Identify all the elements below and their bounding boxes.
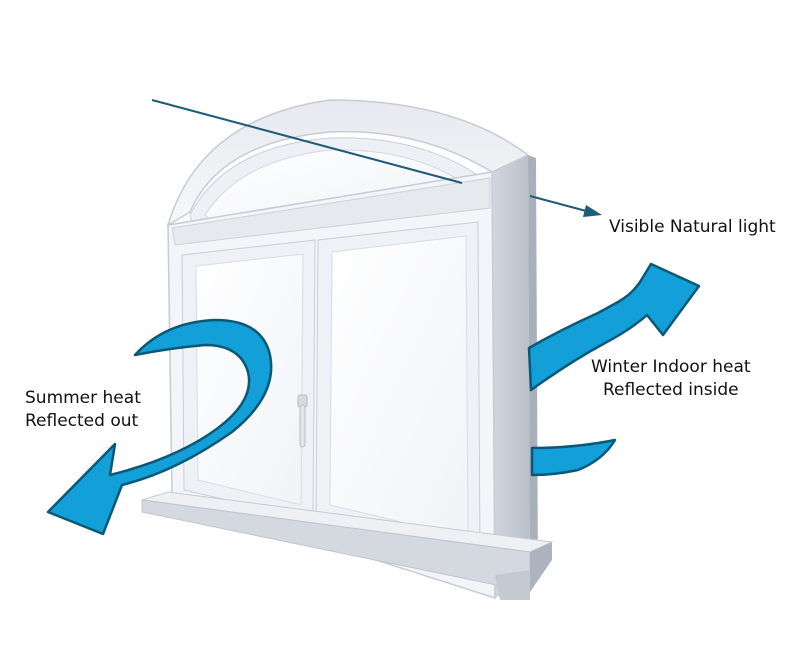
- window-handle: [297, 394, 308, 448]
- light-ray-arrow: [151, 99, 602, 217]
- winter-heat-line1: Winter Indoor heat: [591, 357, 751, 377]
- summer-heat-label: Summer heat Reflected out: [25, 387, 141, 433]
- window-sill: [141, 491, 554, 600]
- visible-light-label: Visible Natural light: [609, 216, 776, 239]
- winter-heat-label: Winter Indoor heat Reflected inside: [591, 356, 751, 402]
- summer-heat-line2: Reflected out: [25, 411, 139, 431]
- winter-arrow-tail: [530, 438, 617, 477]
- summer-heat-line1: Summer heat: [25, 388, 141, 408]
- winter-heat-line2: Reflected inside: [602, 380, 739, 400]
- window-arch-frame: [166, 99, 530, 227]
- visible-light-text: Visible Natural light: [609, 217, 776, 237]
- curved-arrow-in-icon: [527, 262, 701, 392]
- curved-arrow-out-icon: [46, 318, 273, 536]
- window-right-sash: [315, 221, 481, 556]
